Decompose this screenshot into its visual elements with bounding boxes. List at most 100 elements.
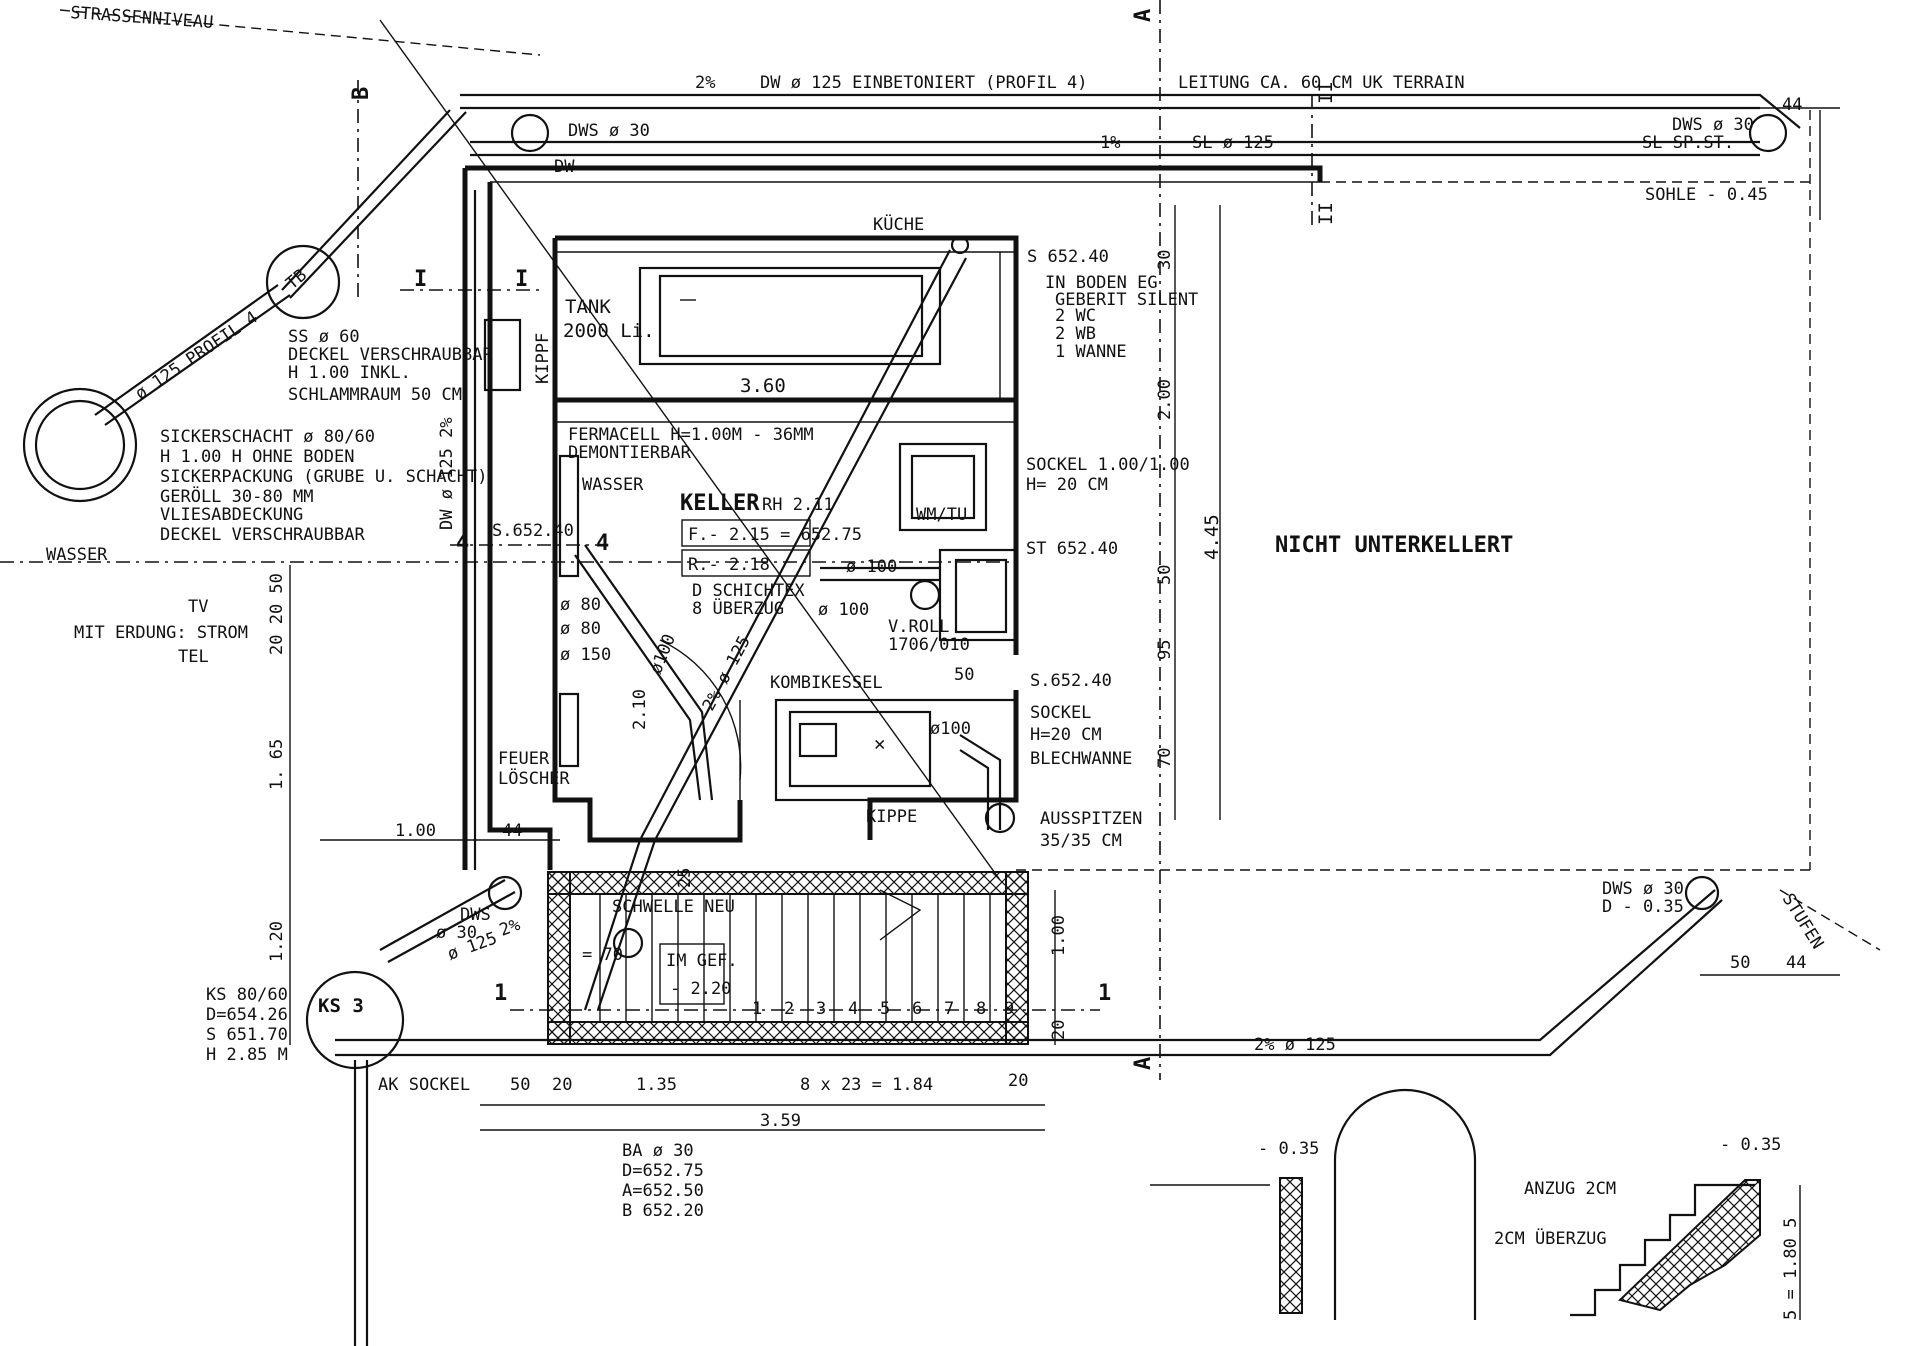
label-wanne: 1 WANNE — [1055, 342, 1127, 362]
label-sick2: H 1.00 H OHNE BODEN — [160, 447, 354, 467]
label-ks1: KS 80/60 — [206, 985, 288, 1005]
label-anzug: ANZUG 2CM — [1524, 1179, 1616, 1199]
label-fermacell: FERMACELL H=1.00M - 36MM — [568, 425, 814, 445]
label-sockel2: SOCKEL — [1030, 703, 1091, 723]
label-sockel1h: H= 20 CM — [1026, 475, 1108, 495]
label-feuer: FEUER — [498, 749, 550, 769]
label-sick1: SICKERSCHACHT ø 80/60 — [160, 427, 375, 447]
label-rh: RH 2.11 — [762, 495, 834, 515]
label-wb: 2 WB — [1055, 324, 1096, 344]
label-ba2: D=652.75 — [622, 1161, 704, 1181]
label-tel: TEL — [178, 647, 209, 667]
label-profil: ø 125 PROFIL 4 — [132, 307, 262, 404]
label-d100c: ø100 — [930, 719, 971, 739]
label-d30-bl: ø 30 — [436, 923, 477, 943]
label-in-boden: IN BODEN EG — [1045, 273, 1158, 293]
step-5: 5 — [880, 999, 890, 1019]
label-tank-vol: 2000 Li. — [563, 320, 655, 342]
label-kombikessel: KOMBIKESSEL — [770, 673, 883, 693]
dim-165: 1. 65 — [267, 739, 287, 790]
label-ba4: B 652.20 — [622, 1201, 704, 1221]
step-2: 2 — [784, 999, 794, 1019]
label-ba3: A=652.50 — [622, 1181, 704, 1201]
label-tank: TANK — [565, 296, 611, 318]
label-loescher: LÖSCHER — [498, 767, 570, 789]
label-top-slope: 2% — [695, 73, 715, 93]
dim-30: 30 — [1155, 250, 1175, 270]
dim-70: 70 — [1155, 748, 1175, 768]
label-d80b: ø 80 — [560, 619, 601, 639]
tank — [638, 266, 942, 366]
label-s65240-wall: S.652.40 — [492, 521, 574, 541]
section-a-bot: A — [1131, 1057, 1156, 1070]
step-9: 9 — [1004, 999, 1014, 1019]
label-geberit: GEBERIT SILENT — [1055, 290, 1198, 310]
dim-70-s: = 70 — [582, 945, 623, 965]
label-d100b: ø 100 — [818, 600, 869, 620]
step-3: 3 — [816, 999, 826, 1019]
label-ss4: SCHLAMMRAUM 50 CM — [288, 385, 462, 405]
dim-50r: 50 — [1155, 565, 1175, 585]
label-ueberzug2: 2CM ÜBERZUG — [1494, 1227, 1607, 1249]
dim-360: 3.60 — [740, 375, 786, 397]
stair-treads — [599, 889, 991, 1022]
label-dw-tl: DW — [554, 157, 575, 177]
label-schichtex: D SCHICHTEX — [692, 581, 805, 601]
section-1-right: 1 — [1098, 981, 1111, 1006]
label-sick3: SICKERPACKUNG (GRUBE U. SCHACHT) — [160, 467, 488, 487]
dim-25: 25 — [675, 868, 695, 888]
label-sohle: SOHLE - 0.45 — [1645, 185, 1768, 205]
label-dws-tr: DWS ø 30 — [1672, 115, 1754, 135]
label-nicht-unterkellert: NICHT UNTERKELLERT — [1275, 533, 1513, 558]
dim-200: 2.00 — [1155, 379, 1175, 420]
section-4-left: 4 — [456, 531, 469, 556]
label-d150: ø 150 — [560, 645, 611, 665]
label-ausspitzen-dim: 35/35 CM — [1040, 831, 1122, 851]
label-wasser-out: WASSER — [46, 545, 108, 565]
label-vroll-nr: 1706/010 — [888, 635, 970, 655]
section-a-top: A — [1131, 9, 1156, 22]
label-kueche: KÜCHE — [873, 213, 924, 235]
section-I-right: I — [515, 267, 528, 292]
dim-445: 4.45 — [1201, 514, 1223, 560]
label-vroll: V.ROLL — [888, 617, 949, 637]
dim-b20: 20 — [552, 1075, 572, 1095]
step-1: 1 — [752, 999, 762, 1019]
label-d80a: ø 80 — [560, 595, 601, 615]
label-ausspitzen: AUSSPITZEN — [1040, 809, 1142, 829]
label-lvl-a: - 0.35 — [1258, 1139, 1319, 1159]
label-kippf: KIPPF — [533, 333, 553, 384]
label-strom: MIT ERDUNG: STROM — [74, 623, 248, 643]
svg-text:✕: ✕ — [874, 733, 885, 755]
dim-180: 5 = 1.80 5 — [1781, 1218, 1801, 1320]
dim-b135: 1.35 — [636, 1075, 677, 1095]
label-wc: 2 WC — [1055, 306, 1096, 326]
dim-50-br: 50 — [1730, 953, 1750, 973]
dim-20-20-50: 20 20 50 — [267, 573, 287, 655]
step-6: 6 — [912, 999, 922, 1019]
label-stufen: STUFEN — [1778, 890, 1828, 953]
dim-100-l: 1.00 — [395, 821, 436, 841]
label-wasser-in: WASSER — [582, 475, 644, 495]
dim-44-tr: 44 — [1782, 95, 1802, 115]
step-7: 7 — [944, 999, 954, 1019]
label-f-level: F.- 2.15 = 652.75 — [688, 525, 862, 545]
label-sl-sp: SL SP.ST. — [1642, 133, 1734, 153]
house-walls — [462, 110, 1811, 1045]
label-dw125-vert: DW ø 125 2% — [437, 417, 457, 530]
label-kippe: KIPPE — [866, 807, 917, 827]
label-ks4: H 2.85 M — [206, 1045, 288, 1065]
label-sick6: DECKEL VERSCHRAUBBAR — [160, 525, 365, 545]
label-keller: KELLER — [680, 491, 760, 516]
dim-44-l: 44 — [502, 821, 522, 841]
label-tv: TV — [188, 597, 208, 617]
label-sl-slope: 1% — [1100, 133, 1120, 153]
dimension-lines — [289, 107, 1840, 1131]
label-sl-pipe: SL ø 125 — [1192, 133, 1274, 153]
dim-210: 2.10 — [630, 689, 650, 730]
dim-20-st: 20 — [1049, 1020, 1069, 1040]
section-II-bot: II — [1315, 202, 1337, 225]
label-r-level: R.- 2.18 — [688, 555, 770, 575]
label-ss1: SS ø 60 — [288, 327, 360, 347]
